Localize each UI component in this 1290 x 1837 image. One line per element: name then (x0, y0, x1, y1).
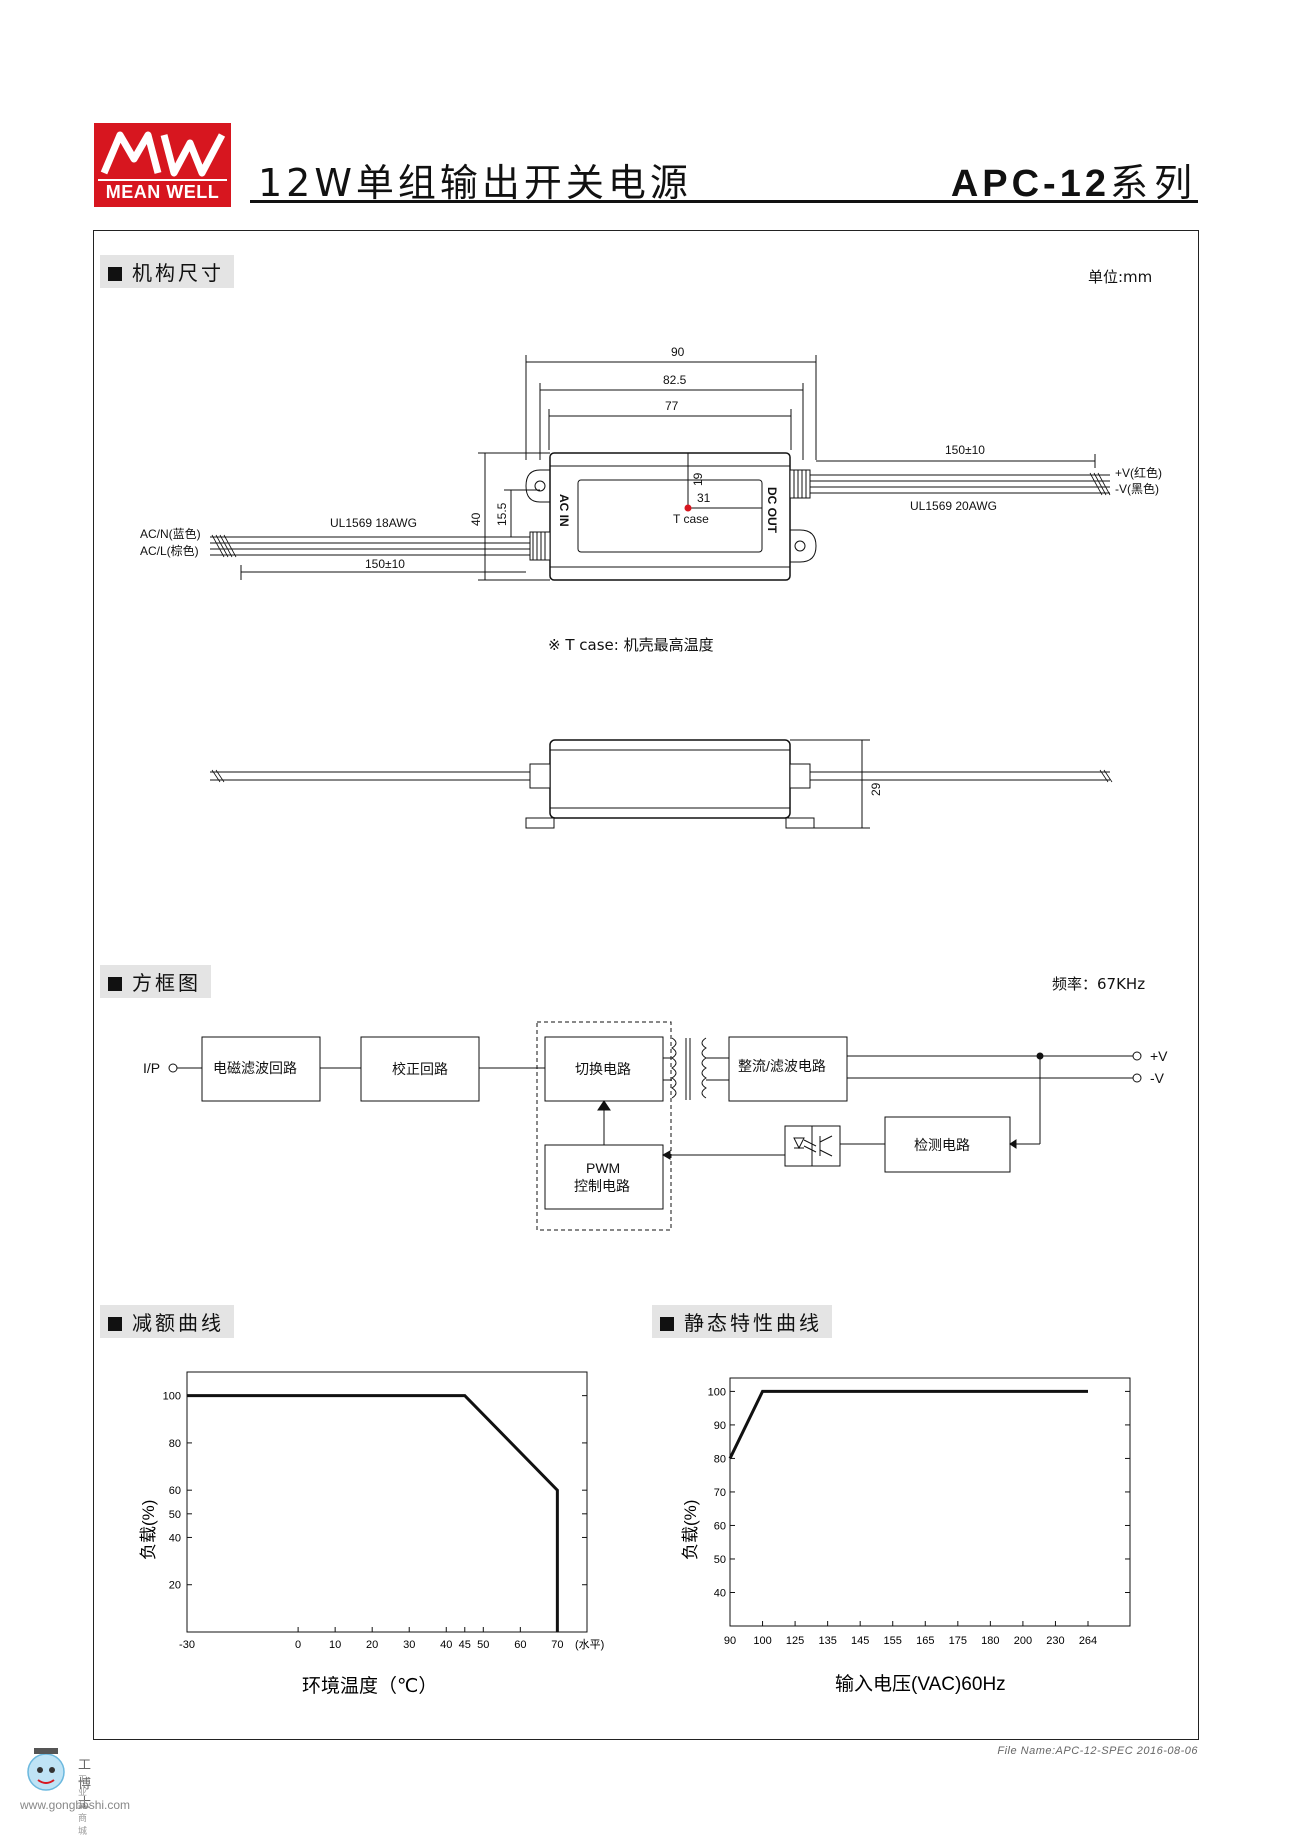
derating-x-unit: (水平) (575, 1638, 604, 1651)
derating-xlabel: 环境温度（℃） (302, 1675, 437, 1697)
static-y-tick-label: 80 (714, 1453, 726, 1465)
block-switch: 切换电路 (575, 1061, 631, 1077)
mw-logo-icon (100, 131, 226, 177)
dim-tcase-x: 31 (697, 491, 711, 505)
dim-overall: 90 (671, 345, 685, 359)
dc-out-marking: DC OUT (765, 487, 779, 534)
derating-y-tick-label: 100 (163, 1391, 181, 1403)
static-x-tick-label: 135 (818, 1635, 836, 1647)
out-plus-label: +V (1150, 1048, 1168, 1064)
block-emi: 电磁滤波回路 (213, 1060, 297, 1076)
static-x-tick-label: 145 (851, 1635, 869, 1647)
out-minus-label: -V (1150, 1070, 1165, 1086)
watermark-name: 工博士 (78, 1758, 95, 1811)
derating-y-tick-label: 50 (169, 1509, 181, 1521)
dim-lead-out: 150±10 (945, 443, 985, 457)
mean-well-logo: MEAN WELL (94, 123, 231, 207)
static-y-tick-label: 70 (714, 1487, 726, 1499)
derating-y-tick-label: 40 (169, 1532, 181, 1544)
static-x-tick-label: 125 (786, 1635, 804, 1647)
input-wire-spec: UL1569 18AWG (330, 516, 417, 530)
derating-x-tick-label: 30 (403, 1639, 415, 1651)
static-y-tick-label: 50 (714, 1554, 726, 1566)
page-title: 12W单组输出开关电源 (258, 161, 692, 205)
v-plus-label: +V(红色) (1115, 465, 1162, 480)
unit-label: 单位:mm (1088, 268, 1153, 286)
series-suffix: 系列 (1109, 161, 1198, 205)
watermark-url: www.gongboshi.com (20, 1798, 131, 1812)
derating-x-tick-label: 60 (514, 1639, 526, 1651)
derating-y-tick-label: 20 (169, 1580, 181, 1592)
static-plot-frame (729, 1377, 1131, 1627)
derating-x-tick-label: 45 (459, 1639, 471, 1651)
ac-n-label: AC/N(蓝色) (140, 527, 201, 541)
ac-in-marking: AC IN (557, 494, 571, 527)
tcase-label: T case (673, 512, 709, 526)
static-x-tick-label: 230 (1046, 1635, 1064, 1647)
v-minus-label: -V(黑色) (1115, 482, 1159, 496)
static-x-tick-label: 155 (884, 1635, 902, 1647)
static-x-tick-label: 175 (949, 1635, 967, 1647)
static-y-tick-label: 60 (714, 1520, 726, 1532)
derating-x-tick-label: 50 (477, 1639, 489, 1651)
file-name: File Name:APC-12-SPEC 2016-08-06 (997, 1745, 1198, 1757)
block-pfc: 校正回路 (392, 1061, 448, 1077)
dim-lead-in: 150±10 (365, 557, 405, 571)
derating-x-tick-label: -30 (179, 1639, 195, 1651)
dim-inner: 77 (665, 399, 679, 413)
static-x-tick-label: 100 (753, 1635, 771, 1647)
static-xlabel: 输入电压(VAC)60Hz (835, 1673, 1006, 1695)
section-static: 静态特性曲线 (652, 1305, 832, 1338)
static-x-tick-label: 90 (724, 1635, 736, 1647)
static-x-tick-label: 200 (1014, 1635, 1032, 1647)
block-pwm-sub: 控制电路 (574, 1178, 630, 1194)
derating-y-tick-label: 80 (169, 1438, 181, 1450)
block-rectifier: 整流/滤波电路 (738, 1058, 826, 1074)
derating-series-line (187, 1394, 559, 1632)
section-mechanical: 机构尺寸 (100, 255, 234, 288)
dim-mid: 82.5 (663, 373, 687, 387)
derating-x-tick-label: 20 (366, 1639, 378, 1651)
static-y-tick-label: 100 (708, 1386, 726, 1398)
derating-ylabel: 负载(%) (139, 1500, 158, 1560)
derating-x-tick-label: 40 (440, 1639, 452, 1651)
block-detect: 检测电路 (914, 1137, 970, 1153)
robot-mascot-icon (27, 1748, 65, 1791)
series-code: APC-12 (950, 163, 1110, 205)
static-y-tick-label: 90 (714, 1420, 726, 1432)
static-chart: 90 100 125 135 145 155 165 175 180 200 230 264 40 50… (681, 1377, 1131, 1695)
logo-text: MEAN WELL (98, 179, 227, 203)
block-pwm-title: PWM (586, 1160, 620, 1176)
static-series-line (728, 1389, 1088, 1460)
spec-frame (93, 230, 1199, 1740)
ip-label: I/P (143, 1060, 160, 1076)
output-wire-spec: UL1569 20AWG (910, 499, 997, 513)
static-x-tick-label: 165 (916, 1635, 934, 1647)
derating-x-tick-label: 70 (551, 1639, 563, 1651)
tcase-note: ※ T case: 机壳最高温度 (548, 636, 714, 654)
derating-x-tick-label: 0 (295, 1639, 301, 1651)
mechanical-drawing: 90 82.5 77 150±10 150±10 31 T case UL156… (140, 345, 1162, 829)
derating-plot-frame (186, 1371, 588, 1633)
static-y-tick-label: 40 (714, 1587, 726, 1599)
section-derating: 减额曲线 (100, 1305, 234, 1338)
dim-height: 40 (469, 512, 483, 526)
static-ylabel: 负载(%) (681, 1500, 700, 1560)
header-rule (250, 200, 1198, 203)
static-x-tick-label: 264 (1079, 1635, 1097, 1647)
derating-y-tick-label: 60 (169, 1485, 181, 1497)
ac-l-label: AC/L(棕色) (140, 543, 199, 558)
section-block-diagram: 方框图 (100, 965, 211, 998)
dim-side-height: 29 (869, 782, 883, 796)
static-x-tick-label: 180 (981, 1635, 999, 1647)
series-title: APC-12系列 (951, 152, 1198, 207)
dim-mount: 15.5 (495, 502, 509, 526)
frequency-label: 频率：67KHz (1052, 975, 1146, 993)
dim-tcase-y: 19 (691, 472, 705, 486)
derating-x-tick-label: 10 (329, 1639, 341, 1651)
block-diagram: I/P 电磁滤波回路 校正回路 切换电路 整流/滤波电路 PWM 控制电路 检测… (143, 1021, 1168, 1231)
